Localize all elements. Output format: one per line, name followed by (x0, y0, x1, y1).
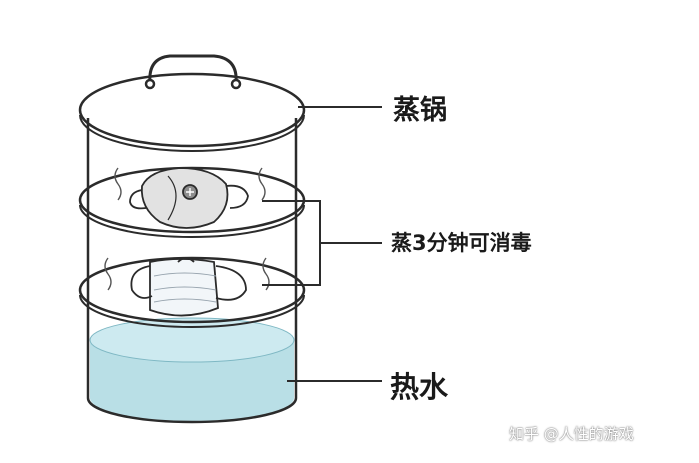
lower-tray (78, 256, 306, 328)
hot-water (89, 317, 295, 421)
surgical-mask (130, 257, 247, 317)
pot-outline (86, 118, 298, 424)
steamer-label: 蒸锅 (393, 95, 447, 126)
n95-mask (129, 167, 249, 229)
lid (78, 54, 306, 152)
callout-lines (262, 106, 382, 382)
watermark: 知乎 @人性的游戏 (509, 425, 634, 443)
hot-water-label: 热水 (390, 370, 449, 404)
disinfect-label: 蒸3分钟可消毒 (391, 231, 532, 255)
